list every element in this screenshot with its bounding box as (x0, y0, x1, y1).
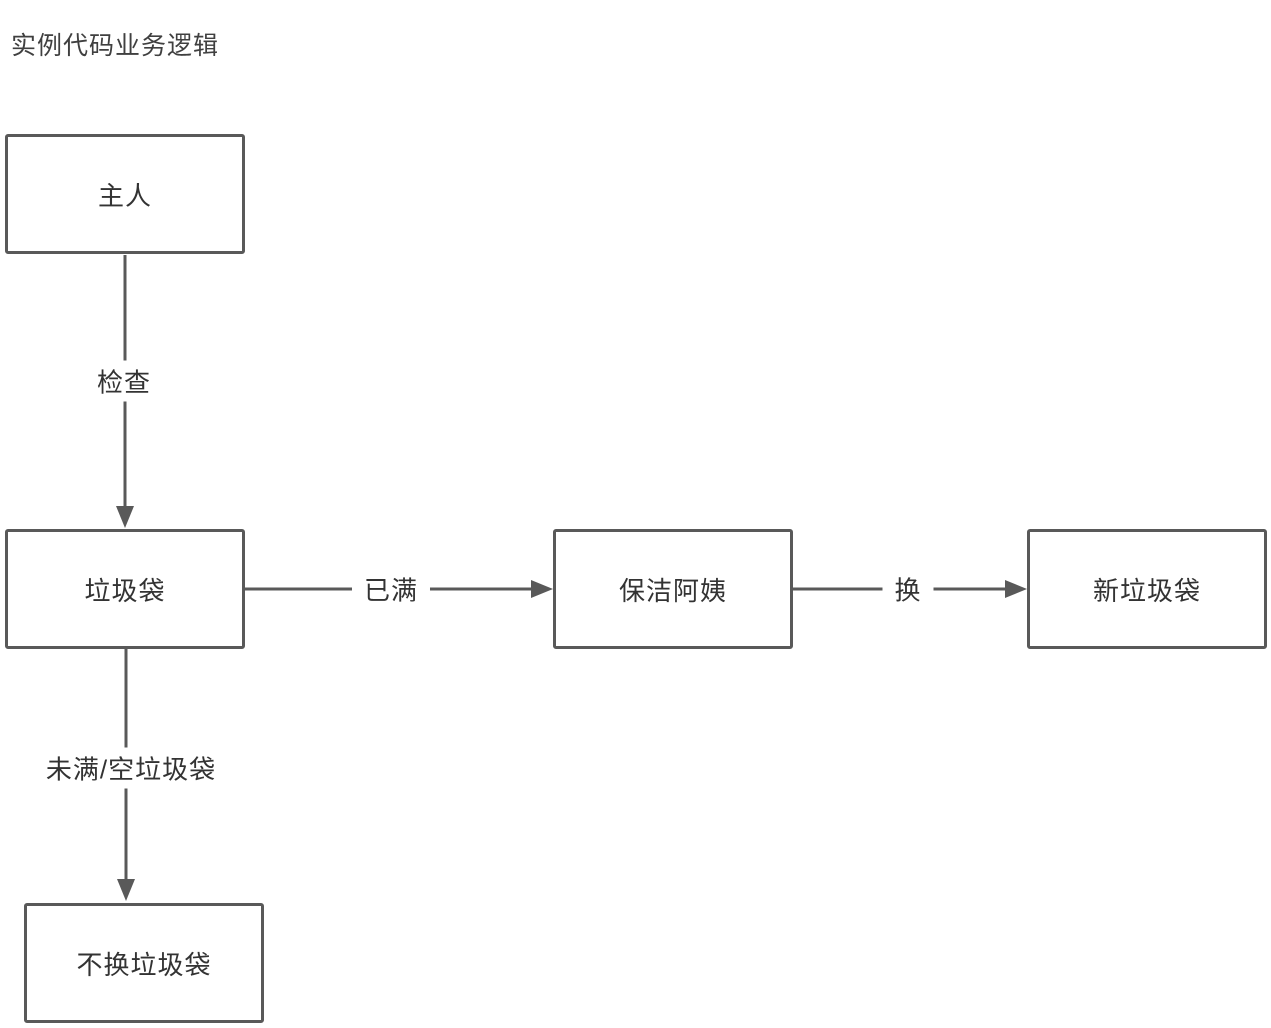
node-garbage-bag[interactable]: 垃圾袋 (5, 529, 245, 649)
node-keep-bag-label: 不换垃圾袋 (76, 949, 212, 980)
node-new-garbage-bag-label: 新垃圾袋 (1092, 575, 1201, 606)
node-new-garbage-bag[interactable]: 新垃圾袋 (1027, 529, 1267, 649)
node-cleaner-label: 保洁阿姨 (618, 575, 727, 606)
edge-label-check: 检查 (84, 360, 164, 402)
node-cleaner[interactable]: 保洁阿姨 (553, 529, 793, 649)
node-garbage-bag-label: 垃圾袋 (84, 575, 166, 606)
node-keep-bag[interactable]: 不换垃圾袋 (24, 903, 264, 1023)
node-owner-label: 主人 (97, 180, 152, 211)
edge-label-notfull: 未满/空垃圾袋 (33, 747, 229, 789)
edge-label-full: 已满 (351, 568, 431, 610)
edge-label-change: 换 (882, 568, 934, 610)
node-owner[interactable]: 主人 (5, 134, 245, 254)
diagram-title: 实例代码业务逻辑 (11, 32, 220, 60)
